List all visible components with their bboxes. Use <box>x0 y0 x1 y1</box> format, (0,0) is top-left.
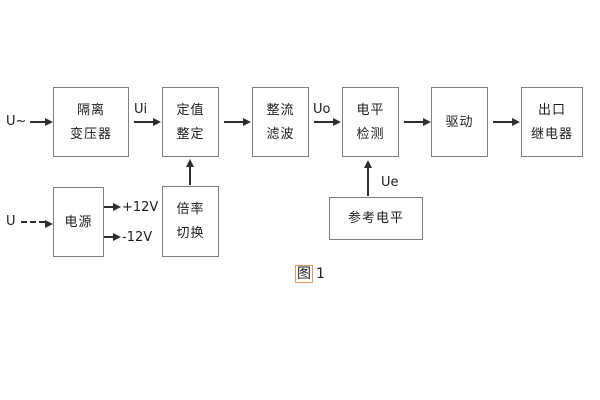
block-ratio-switch: 倍率 切换 <box>162 186 219 257</box>
block-driver: 驱动 <box>431 87 488 157</box>
signal-uo-label: Uo <box>313 102 331 117</box>
block-output-relay: 出口 继电器 <box>521 87 583 157</box>
block-text: 倍率 <box>176 202 205 217</box>
block-text: 整流 <box>266 102 295 118</box>
block-text: 定值 <box>176 102 205 118</box>
block-text: 滤波 <box>266 126 295 142</box>
block-text: 电平 <box>356 102 385 118</box>
input-dc-label: U <box>6 214 16 229</box>
signal-plus12v-label: +12V <box>122 200 159 215</box>
arrow-ac-input-icon <box>30 117 53 126</box>
signal-ui-label: Ui <box>134 102 148 117</box>
block-text: 切换 <box>176 226 205 241</box>
figure-caption-number: 1 <box>316 266 325 282</box>
block-text: 隔离 <box>76 102 105 118</box>
arrow-driver-to-relay-icon <box>493 117 520 126</box>
block-reference-level: 参考电平 <box>329 197 423 240</box>
arrow-ratio-to-setting-icon <box>185 159 194 185</box>
block-text: 电源 <box>64 214 93 230</box>
arrow-reference-to-level-icon <box>363 160 372 196</box>
block-text: 继电器 <box>530 126 573 142</box>
input-ac-label: U~ <box>6 114 27 129</box>
figure-caption: 图 1 <box>295 265 325 283</box>
block-text: 检测 <box>356 126 385 142</box>
block-text: 变压器 <box>69 126 112 142</box>
arrow-dc-input-icon <box>21 220 53 228</box>
arrow-transformer-to-setting-icon <box>134 117 161 126</box>
block-power-supply: 电源 <box>53 187 104 257</box>
block-setting-adjust: 定值 整定 <box>162 87 219 157</box>
signal-ue-label: Ue <box>381 175 399 190</box>
block-text: 出口 <box>537 102 566 118</box>
arrow-plus12v-icon <box>104 202 121 211</box>
arrow-minus12v-icon <box>104 232 121 241</box>
block-level-detect: 电平 检测 <box>342 87 399 157</box>
arrow-setting-to-rectifier-icon <box>224 117 251 126</box>
arrow-level-to-driver-icon <box>404 117 431 126</box>
signal-minus12v-label: -12V <box>122 230 153 245</box>
block-isolation-transformer: 隔离 变压器 <box>53 87 129 157</box>
arrow-rectifier-to-level-icon <box>314 117 341 126</box>
block-text: 参考电平 <box>347 211 404 226</box>
block-rectifier-filter: 整流 滤波 <box>252 87 309 157</box>
block-text: 整定 <box>176 126 205 142</box>
block-text: 驱动 <box>445 114 474 130</box>
figure-caption-zh: 图 <box>295 265 313 283</box>
